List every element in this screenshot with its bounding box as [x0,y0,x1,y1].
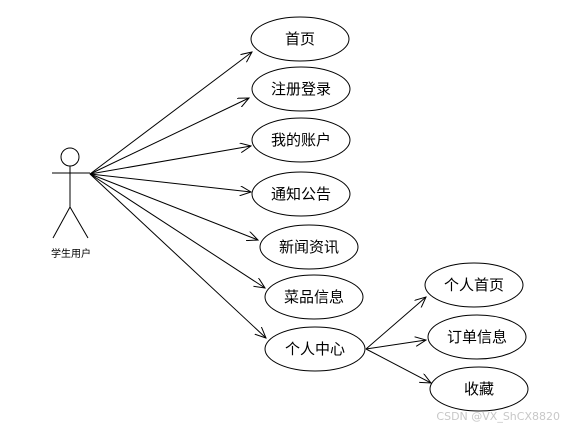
watermark: CSDN @VX_ShCX8820 [436,410,560,423]
use-case-news: 新闻资讯 [259,224,359,270]
actor-right-leg [69,206,89,239]
use-case-order-info-ellipse [427,314,527,360]
association-notice [89,173,251,192]
use-case-register-login-ellipse [251,66,351,112]
use-case-my-account-ellipse [251,117,351,163]
use-case-personal-center: 个人中心 [264,326,366,372]
actor-student-user: 学生用户 [51,147,91,260]
use-case-news-label: 新闻资讯 [279,238,339,256]
actor-label: 学生用户 [51,247,91,260]
use-case-dish-info: 菜品信息 [264,274,364,320]
use-case-home: 首页 [250,16,350,62]
use-case-order-info: 订单信息 [427,314,527,360]
use-case-personal-home-ellipse [424,262,524,308]
actor-head [60,147,80,167]
association-home [89,52,252,175]
association-news [89,173,258,240]
actor-left-leg [52,206,71,239]
use-case-home-ellipse [250,16,350,62]
use-case-notice-label: 通知公告 [271,185,331,203]
association-personal-center [89,173,266,338]
actor-associations [89,52,266,338]
use-case-my-account: 我的账户 [251,117,351,163]
use-case-personal-home: 个人首页 [424,262,524,308]
association-order-info [365,340,426,350]
use-case-favorites-label: 收藏 [464,380,494,398]
use-case-personal-home-label: 个人首页 [444,276,504,294]
use-case-dish-info-label: 菜品信息 [284,288,344,306]
use-case-notice-ellipse [251,171,351,217]
association-register-login [89,98,249,175]
use-case-news-ellipse [259,224,359,270]
use-case-register-login: 注册登录 [251,66,351,112]
use-case-notice: 通知公告 [251,171,351,217]
use-case-personal-center-label: 个人中心 [285,340,345,358]
use-case-order-info-label: 订单信息 [447,328,507,346]
use-case-personal-center-ellipse [264,326,366,372]
association-my-account [89,146,251,175]
use-case-dish-info-ellipse [264,274,364,320]
association-dish-info [89,173,265,288]
use-case-register-login-label: 注册登录 [271,80,331,98]
personal-center-associations [365,297,431,383]
use-case-home-label: 首页 [285,30,315,48]
use-case-my-account-label: 我的账户 [271,131,331,149]
use-case-favorites-ellipse [429,366,529,412]
use-case-favorites: 收藏 [429,366,529,412]
association-favorites [365,348,431,383]
association-personal-home [365,297,426,350]
